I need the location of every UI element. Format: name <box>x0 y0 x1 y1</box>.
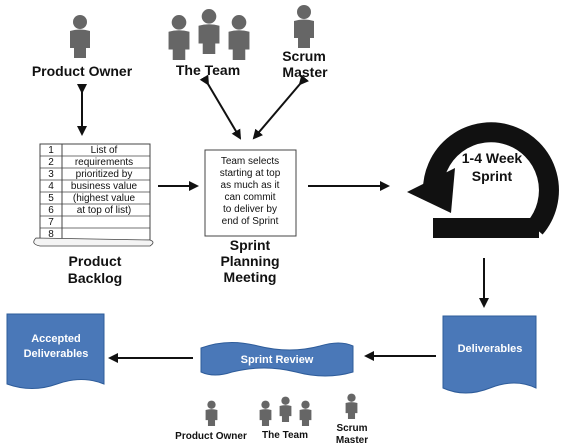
scrum-master-label-line1: Scrum <box>282 48 326 64</box>
planning-note-line: Team selects <box>221 156 279 167</box>
sprint-loop-arrowhead <box>407 168 455 213</box>
sprint-planning-label-line3: Meeting <box>224 269 277 285</box>
product-backlog-list: 1 List of 2 requirements 3 prioritized b… <box>33 143 154 247</box>
planning-note-line: can commit <box>224 192 275 203</box>
backlog-row-number: 5 <box>48 193 54 204</box>
team-planning-arrow <box>199 74 242 140</box>
person-icon <box>198 9 220 54</box>
accepted-deliverables-label-line2: Deliverables <box>24 348 89 360</box>
backlog-row-number: 4 <box>48 181 54 192</box>
review-product-owner-label: Product Owner <box>175 431 247 442</box>
scrum-master-figure <box>294 5 314 48</box>
person-icon <box>345 393 358 419</box>
sprint-planning-label-line1: Sprint <box>230 237 271 253</box>
person-icon <box>168 15 190 60</box>
person-icon <box>299 400 312 426</box>
sprint-label-line2: Sprint <box>472 168 513 184</box>
planning-note-line: to deliver by <box>223 204 277 215</box>
review-scrum-master-label-line1: Scrum <box>336 423 367 434</box>
the-team-figure <box>168 9 250 60</box>
backlog-row-text: at top of list) <box>77 205 131 216</box>
accepted-deliverables-label-line1: Accepted <box>31 333 81 345</box>
person-icon <box>294 5 314 48</box>
scroll-curl <box>33 237 154 247</box>
person-icon <box>70 15 90 58</box>
sprint-loop <box>407 122 559 238</box>
planning-note-line: as much as it <box>221 180 280 191</box>
backlog-row-number: 2 <box>48 157 54 168</box>
product-owner-label: Product Owner <box>32 63 133 79</box>
backlog-row-number: 3 <box>48 169 54 180</box>
accepted-deliverables-box <box>6 313 105 389</box>
sprint-review-label: Sprint Review <box>241 354 314 366</box>
sprint-planning-label-line2: Planning <box>220 253 279 269</box>
product-owner-figure <box>70 15 90 58</box>
deliverables-box <box>442 315 537 394</box>
backlog-row-number: 7 <box>48 217 54 228</box>
person-icon <box>279 396 292 422</box>
review-scrum-master-label-line2: Master <box>336 435 368 446</box>
the-team-label: The Team <box>176 62 240 78</box>
review-product-owner-figure <box>205 400 218 426</box>
backlog-row-number: 8 <box>48 229 54 240</box>
scrummaster-planning-arrow <box>252 74 309 140</box>
planning-note: Team selects starting at top as much as … <box>204 149 297 237</box>
sprint-label-line1: 1-4 Week <box>462 150 523 166</box>
person-icon <box>205 400 218 426</box>
product-backlog-label-line1: Product <box>69 253 122 269</box>
backlog-row-text: business value <box>71 181 138 192</box>
review-team-label: The Team <box>262 430 308 441</box>
sprint-review-banner <box>200 342 354 377</box>
product-backlog-label-line2: Backlog <box>68 270 122 286</box>
sprint-loop-arc <box>422 122 559 235</box>
review-team-figure <box>259 396 312 426</box>
review-scrum-master-figure <box>345 393 358 419</box>
backlog-row-text: (highest value <box>73 193 136 204</box>
planning-note-line: starting at top <box>220 168 281 179</box>
backlog-row-text: prioritized by <box>76 169 133 180</box>
scrum-master-label-line2: Master <box>282 64 328 80</box>
backlog-row-number: 1 <box>48 145 54 156</box>
sprint-loop-base <box>433 218 539 238</box>
person-icon <box>228 15 250 60</box>
backlog-row-text: requirements <box>75 157 133 168</box>
planning-note-line: end of Sprint <box>222 216 279 227</box>
backlog-row-text: List of <box>91 145 118 156</box>
person-icon <box>259 400 272 426</box>
deliverables-label: Deliverables <box>458 343 523 355</box>
backlog-row-number: 6 <box>48 205 54 216</box>
